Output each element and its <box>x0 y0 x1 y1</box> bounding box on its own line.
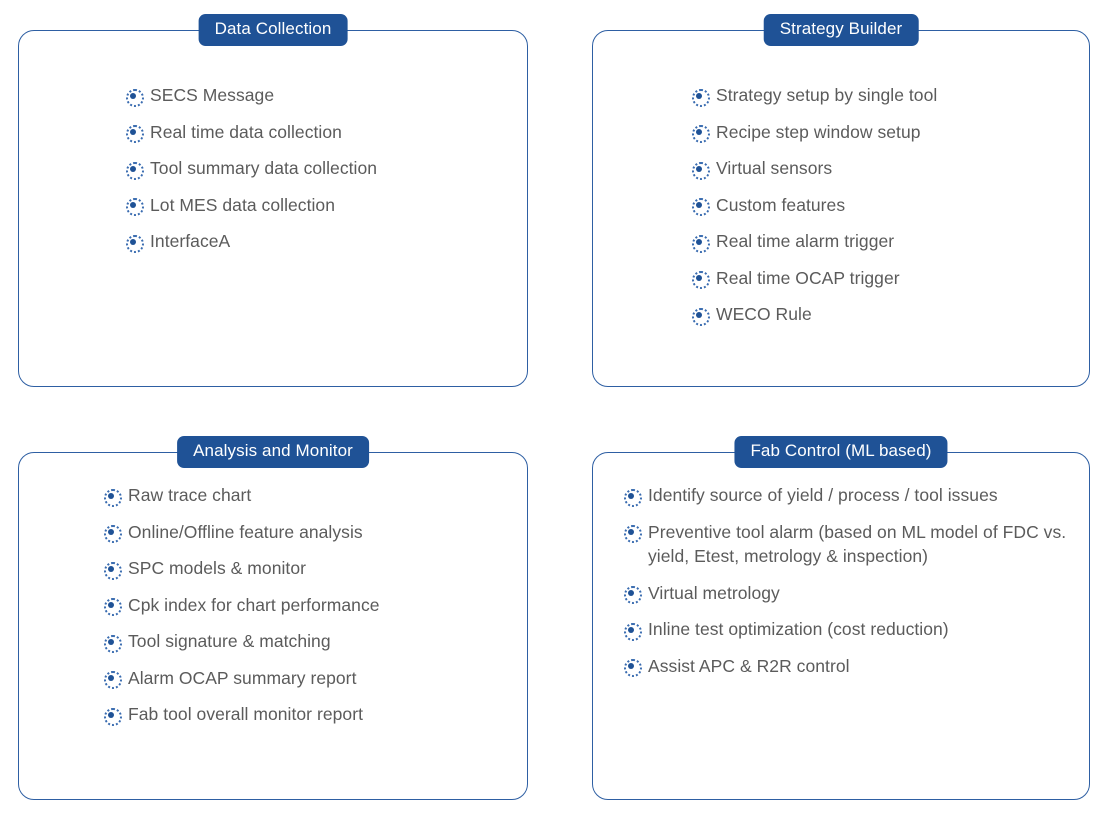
list-item[interactable]: Lot MES data collection <box>125 193 527 218</box>
list-item-label: Real time data collection <box>150 121 342 142</box>
radar-dot-icon <box>125 161 144 180</box>
list-item[interactable]: SECS Message <box>125 83 527 108</box>
list-item[interactable]: Virtual metrology <box>623 581 1089 606</box>
list-item-label: SPC models & monitor <box>128 558 307 578</box>
radar-dot-icon <box>623 488 642 507</box>
radar-dot-icon <box>125 198 144 216</box>
radar-dot-icon <box>623 659 642 677</box>
radar-dot-icon <box>623 525 642 543</box>
radar-dot-icon <box>103 561 122 580</box>
list-item[interactable]: Real time data collection <box>125 120 527 145</box>
list-item-label: Recipe step window setup <box>716 121 921 142</box>
list-item[interactable]: Online/Offline feature analysis <box>103 520 527 545</box>
list-item[interactable]: Assist APC & R2R control <box>623 654 1089 679</box>
list-item[interactable]: Fab tool overall monitor report <box>103 702 527 727</box>
feature-list-analysis-and-monitor: Raw trace chart Online/Offline feature a… <box>19 483 527 727</box>
radar-dot-icon <box>103 598 122 616</box>
radar-dot-icon <box>691 234 710 253</box>
list-item-label: InterfaceA <box>150 231 231 251</box>
panel-strategy-builder: Strategy Builder Strategy setup by singl… <box>592 14 1090 387</box>
radar-dot-icon <box>691 88 710 107</box>
list-item[interactable]: Virtual sensors <box>691 156 1089 181</box>
list-item[interactable]: Tool signature & matching <box>103 629 527 654</box>
list-item[interactable]: Preventive tool alarm (based on ML model… <box>623 520 1089 569</box>
list-item-label: Tool summary data collection <box>150 158 378 178</box>
radar-dot-icon <box>125 234 144 253</box>
list-item-label: WECO Rule <box>716 304 812 324</box>
panel-title-fab-control: Fab Control (ML based) <box>734 436 948 468</box>
radar-dot-icon <box>103 634 122 653</box>
radar-dot-icon <box>623 586 642 604</box>
list-item-label: Virtual sensors <box>716 158 833 178</box>
list-item[interactable]: InterfaceA <box>125 229 527 254</box>
list-item[interactable]: SPC models & monitor <box>103 556 527 581</box>
panel-fab-control: Fab Control (ML based) Identify source o… <box>592 436 1090 800</box>
panel-title-strategy-builder: Strategy Builder <box>763 14 919 46</box>
radar-dot-icon <box>691 271 710 289</box>
radar-dot-icon <box>691 161 710 180</box>
radar-dot-icon <box>691 307 710 326</box>
list-item-label: Assist APC & R2R control <box>648 655 850 676</box>
list-item-label: Alarm OCAP summary report <box>128 667 357 688</box>
radar-dot-icon <box>103 488 122 507</box>
list-item-label: Inline test optimization (cost reduction… <box>648 619 949 639</box>
list-item-label: Cpk index for chart performance <box>128 594 380 615</box>
list-item-label: Fab tool overall monitor report <box>128 704 363 724</box>
list-item-label: Real time OCAP trigger <box>716 267 900 288</box>
list-item[interactable]: Identify source of yield / process / too… <box>623 483 1089 508</box>
panel-data-collection: Data Collection SECS Message Real time d… <box>18 14 528 387</box>
radar-dot-icon <box>691 198 710 216</box>
list-item-label: Lot MES data collection <box>150 194 336 215</box>
list-item-label: SECS Message <box>150 85 275 105</box>
list-item[interactable]: Real time OCAP trigger <box>691 266 1089 291</box>
list-item-label: Real time alarm trigger <box>716 231 895 251</box>
list-item-label: Virtual metrology <box>648 582 780 603</box>
list-item-label: Online/Offline feature analysis <box>128 521 363 542</box>
list-item-label: Identify source of yield / process / too… <box>648 485 998 505</box>
list-item[interactable]: Real time alarm trigger <box>691 229 1089 254</box>
list-item-label: Strategy setup by single tool <box>716 85 938 105</box>
list-item[interactable]: Inline test optimization (cost reduction… <box>623 617 1089 642</box>
list-item-label: Custom features <box>716 194 846 215</box>
list-item[interactable]: WECO Rule <box>691 302 1089 327</box>
feature-list-fab-control: Identify source of yield / process / too… <box>593 483 1089 678</box>
radar-dot-icon <box>623 622 642 641</box>
radar-dot-icon <box>103 525 122 543</box>
list-item[interactable]: Raw trace chart <box>103 483 527 508</box>
panel-title-data-collection: Data Collection <box>198 14 348 46</box>
list-item[interactable]: Strategy setup by single tool <box>691 83 1089 108</box>
panel-analysis-and-monitor: Analysis and Monitor Raw trace chart Onl… <box>18 436 528 800</box>
list-item-label: Tool signature & matching <box>128 631 331 651</box>
panel-title-analysis-and-monitor: Analysis and Monitor <box>177 436 369 468</box>
radar-dot-icon <box>691 125 710 143</box>
list-item-label: Raw trace chart <box>128 485 252 505</box>
list-item[interactable]: Custom features <box>691 193 1089 218</box>
feature-list-data-collection: SECS Message Real time data collection T… <box>19 83 527 254</box>
list-item-label: Preventive tool alarm (based on ML model… <box>648 521 1067 567</box>
radar-dot-icon <box>103 707 122 726</box>
radar-dot-icon <box>125 125 144 143</box>
feature-list-strategy-builder: Strategy setup by single tool Recipe ste… <box>593 83 1089 327</box>
radar-dot-icon <box>103 671 122 689</box>
list-item[interactable]: Alarm OCAP summary report <box>103 666 527 691</box>
list-item[interactable]: Cpk index for chart performance <box>103 593 527 618</box>
radar-dot-icon <box>125 88 144 107</box>
list-item[interactable]: Tool summary data collection <box>125 156 527 181</box>
list-item[interactable]: Recipe step window setup <box>691 120 1089 145</box>
